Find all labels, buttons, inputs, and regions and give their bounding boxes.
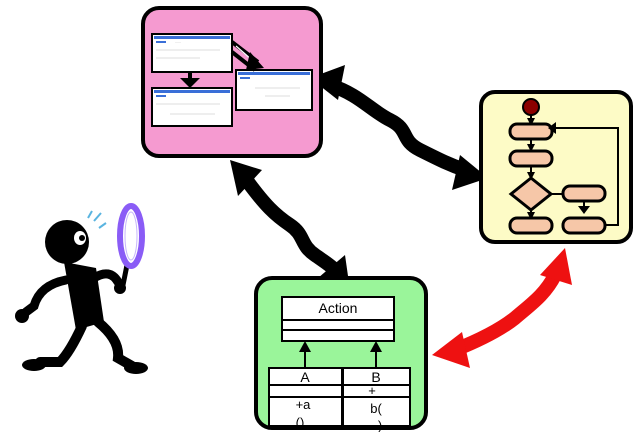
class-a-method-line2: () <box>296 415 305 430</box>
magnifying-glass-icon <box>114 203 145 294</box>
inheritance-arrows <box>299 341 382 368</box>
activity-node-1 <box>508 122 554 141</box>
screens-panel: …… <box>141 6 323 158</box>
activity-node-3 <box>508 216 554 235</box>
class-panel: Action A +a () B + b( ) <box>254 276 428 432</box>
class-action: Action <box>281 296 395 342</box>
arrow-screens-to-activity <box>310 65 488 190</box>
screen-thumbnail-3 <box>235 69 313 111</box>
class-a: A +a () <box>268 367 343 430</box>
start-node-icon <box>522 98 540 116</box>
class-action-name: Action <box>319 300 358 316</box>
svg-text:……: …… <box>175 40 181 44</box>
arrow-screens-to-class <box>230 160 350 290</box>
activity-node-4 <box>561 184 607 203</box>
activity-node-2 <box>508 149 554 168</box>
screen-transition-arrows <box>180 40 264 88</box>
activity-panel <box>479 90 633 244</box>
class-b-method-line1: + <box>368 383 376 398</box>
class-b-method-line2: b( <box>370 401 382 416</box>
class-a-method-line1: +a <box>296 397 312 412</box>
class-b-name: B <box>371 369 380 385</box>
class-a-name: A <box>300 369 310 385</box>
class-b: B + b( ) <box>342 367 411 432</box>
class-b-method-line3: ) <box>378 418 382 432</box>
activity-node-5 <box>561 216 607 235</box>
screen-thumbnail-1: …… <box>151 33 233 73</box>
screen-thumbnail-2 <box>151 87 233 127</box>
detective-figure-icon <box>15 210 148 374</box>
arrow-activity-to-class <box>432 248 572 368</box>
